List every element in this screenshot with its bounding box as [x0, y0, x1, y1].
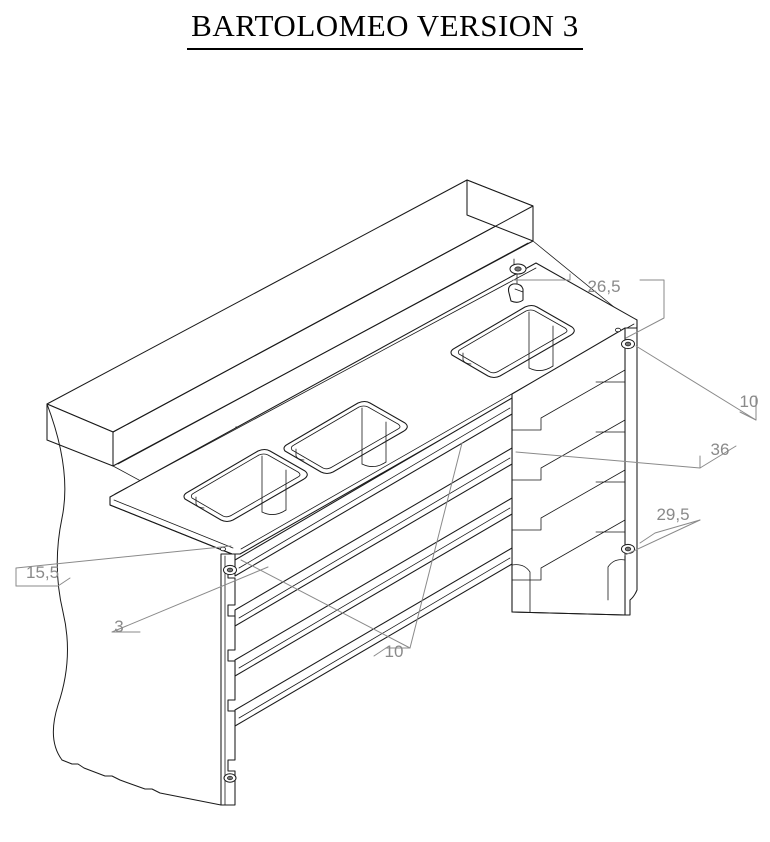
sink-basin — [183, 448, 308, 523]
dimension-label-10-bottom: 10 — [385, 642, 404, 661]
corner-bolt-fastener — [615, 327, 622, 333]
dimension-leaders — [15, 273, 757, 657]
dimension-label-15-5: 15,5 — [26, 563, 59, 582]
faucet-mount-hardware — [507, 258, 527, 303]
sink-basin — [283, 400, 408, 475]
corner-bolt-fastener — [223, 564, 237, 576]
corner-bolt-fastener — [621, 543, 635, 555]
dimension-label-10-right: 10 — [740, 392, 759, 411]
left-side-panel — [46, 403, 236, 806]
dimension-label-36: 36 — [711, 440, 730, 459]
page-title: BARTOLOMEO VERSION 3 — [187, 8, 583, 50]
shelf-rail-runner — [234, 397, 513, 727]
corner-bolt-fastener — [621, 338, 635, 350]
sink-basin — [450, 304, 575, 379]
title-block: BARTOLOMEO VERSION 3 — [0, 8, 770, 50]
dimension-label-26-5: 26,5 — [587, 277, 620, 296]
corner-bolt-fastener — [219, 546, 226, 552]
dimension-labels: 26,5 10 36 29,5 15,5 3 10 — [26, 277, 758, 661]
dimension-label-29-5: 29,5 — [656, 505, 689, 524]
corner-bolt-fastener — [223, 773, 237, 783]
dimension-label-3: 3 — [114, 617, 123, 636]
